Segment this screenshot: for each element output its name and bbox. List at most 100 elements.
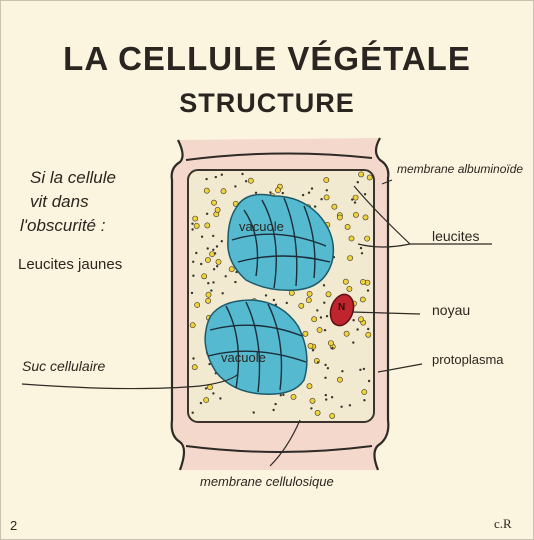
protoplasm-granule <box>331 396 333 398</box>
label-nucleus-letter: N <box>338 302 345 313</box>
label-protoplasma: protoplasma <box>432 352 504 367</box>
protoplasm-granule <box>349 404 351 406</box>
leucite-granule <box>353 195 358 200</box>
leucite-granule <box>344 331 349 336</box>
protoplasm-granule <box>222 292 224 294</box>
leucite-granule <box>349 236 354 241</box>
protoplasm-granule <box>214 252 216 254</box>
leucite-granule <box>362 389 367 394</box>
protoplasm-granule <box>225 275 227 277</box>
protoplasm-granule <box>323 284 325 286</box>
leucite-granule <box>315 410 320 415</box>
leucite-granule <box>221 189 226 194</box>
label-vacuole-bottom: vacuole <box>221 350 266 365</box>
protoplasm-granule <box>352 341 354 343</box>
protoplasm-granule <box>340 406 342 408</box>
leucite-granule <box>365 236 370 241</box>
protoplasm-granule <box>361 252 363 254</box>
leucite-granule <box>345 224 350 229</box>
label-leucites: leucites <box>432 228 479 244</box>
leucite-granule <box>193 216 198 221</box>
leucite-granule <box>310 398 315 403</box>
leucite-granule <box>317 327 322 332</box>
leucite-granule <box>337 215 342 220</box>
leucite-granule <box>204 188 209 193</box>
leucite-granule <box>190 323 195 328</box>
protoplasm-granule <box>314 205 316 207</box>
leucite-granule <box>291 394 296 399</box>
protoplasm-granule <box>234 281 236 283</box>
protoplasm-granule <box>212 281 214 283</box>
protoplasm-granule <box>191 292 193 294</box>
leucite-granule <box>210 252 215 257</box>
protoplasm-granule <box>364 193 366 195</box>
protoplasm-granule <box>200 263 202 265</box>
protoplasm-granule <box>324 329 326 331</box>
protoplasm-granule <box>205 387 207 389</box>
protoplasm-granule <box>308 192 310 194</box>
protoplasm-granule <box>191 223 193 225</box>
protoplasm-granule <box>352 319 354 321</box>
label-noyau: noyau <box>432 302 470 318</box>
leucite-granule <box>328 341 333 346</box>
protoplasm-granule <box>192 261 194 263</box>
protoplasm-granule <box>274 403 276 405</box>
leucite-granule <box>195 302 200 307</box>
protoplasm-granule <box>207 282 209 284</box>
page-number: 2 <box>10 518 17 533</box>
protoplasm-granule <box>316 309 318 311</box>
leucite-granule <box>194 223 199 228</box>
protoplasm-granule <box>341 370 343 372</box>
protoplasm-granule <box>317 361 319 363</box>
leucite-granule <box>215 207 220 212</box>
protoplasm-granule <box>360 247 362 249</box>
signature: c.R <box>494 516 512 532</box>
protoplasm-granule <box>368 380 370 382</box>
protoplasm-granule <box>354 201 356 203</box>
protoplasm-granule <box>253 411 255 413</box>
leucite-granule <box>367 175 372 180</box>
protoplasm-granule <box>200 402 202 404</box>
leucite-granule <box>303 331 308 336</box>
protoplasm-granule <box>311 187 313 189</box>
protoplasm-granule <box>192 412 194 414</box>
protoplasm-granule <box>327 367 329 369</box>
protoplasm-granule <box>326 189 328 191</box>
note-line-4: Leucites jaunes <box>18 256 122 273</box>
protoplasm-granule <box>241 173 243 175</box>
note-line-3: l'obscurité : <box>20 216 105 236</box>
leucite-granule <box>337 377 342 382</box>
leucite-granule <box>324 177 329 182</box>
leucite-granule <box>248 178 253 183</box>
protoplasm-granule <box>310 407 312 409</box>
leucite-granule <box>308 343 313 348</box>
protoplasm-granule <box>219 397 221 399</box>
protoplasm-granule <box>320 316 322 318</box>
protoplasm-granule <box>282 192 284 194</box>
protoplasm-granule <box>320 198 322 200</box>
protoplasm-granule <box>367 328 369 330</box>
leucite-granule <box>202 274 207 279</box>
note-line-1: Si la cellule <box>30 168 116 188</box>
protoplasm-granule <box>245 180 247 182</box>
protoplasm-granule <box>323 302 325 304</box>
protoplasm-granule <box>363 399 365 401</box>
leucite-granule <box>307 291 312 296</box>
protoplasm-granule <box>234 185 236 187</box>
protoplasm-granule <box>357 181 359 183</box>
leucite-granule <box>289 290 294 295</box>
leucite-granule <box>306 298 311 303</box>
label-membrane-cellulosique: membrane cellulosique <box>200 474 334 489</box>
protoplasm-granule <box>331 347 333 349</box>
protoplasm-granule <box>325 394 327 396</box>
leucite-granule <box>312 317 317 322</box>
protoplasm-granule <box>280 394 282 396</box>
leucite-granule <box>360 279 365 284</box>
protoplasm-granule <box>367 289 369 291</box>
protoplasm-granule <box>210 289 212 291</box>
protoplasm-granule <box>213 268 215 270</box>
protoplasm-granule <box>192 275 194 277</box>
protoplasm-granule <box>195 252 197 254</box>
leucite-granule <box>229 267 234 272</box>
